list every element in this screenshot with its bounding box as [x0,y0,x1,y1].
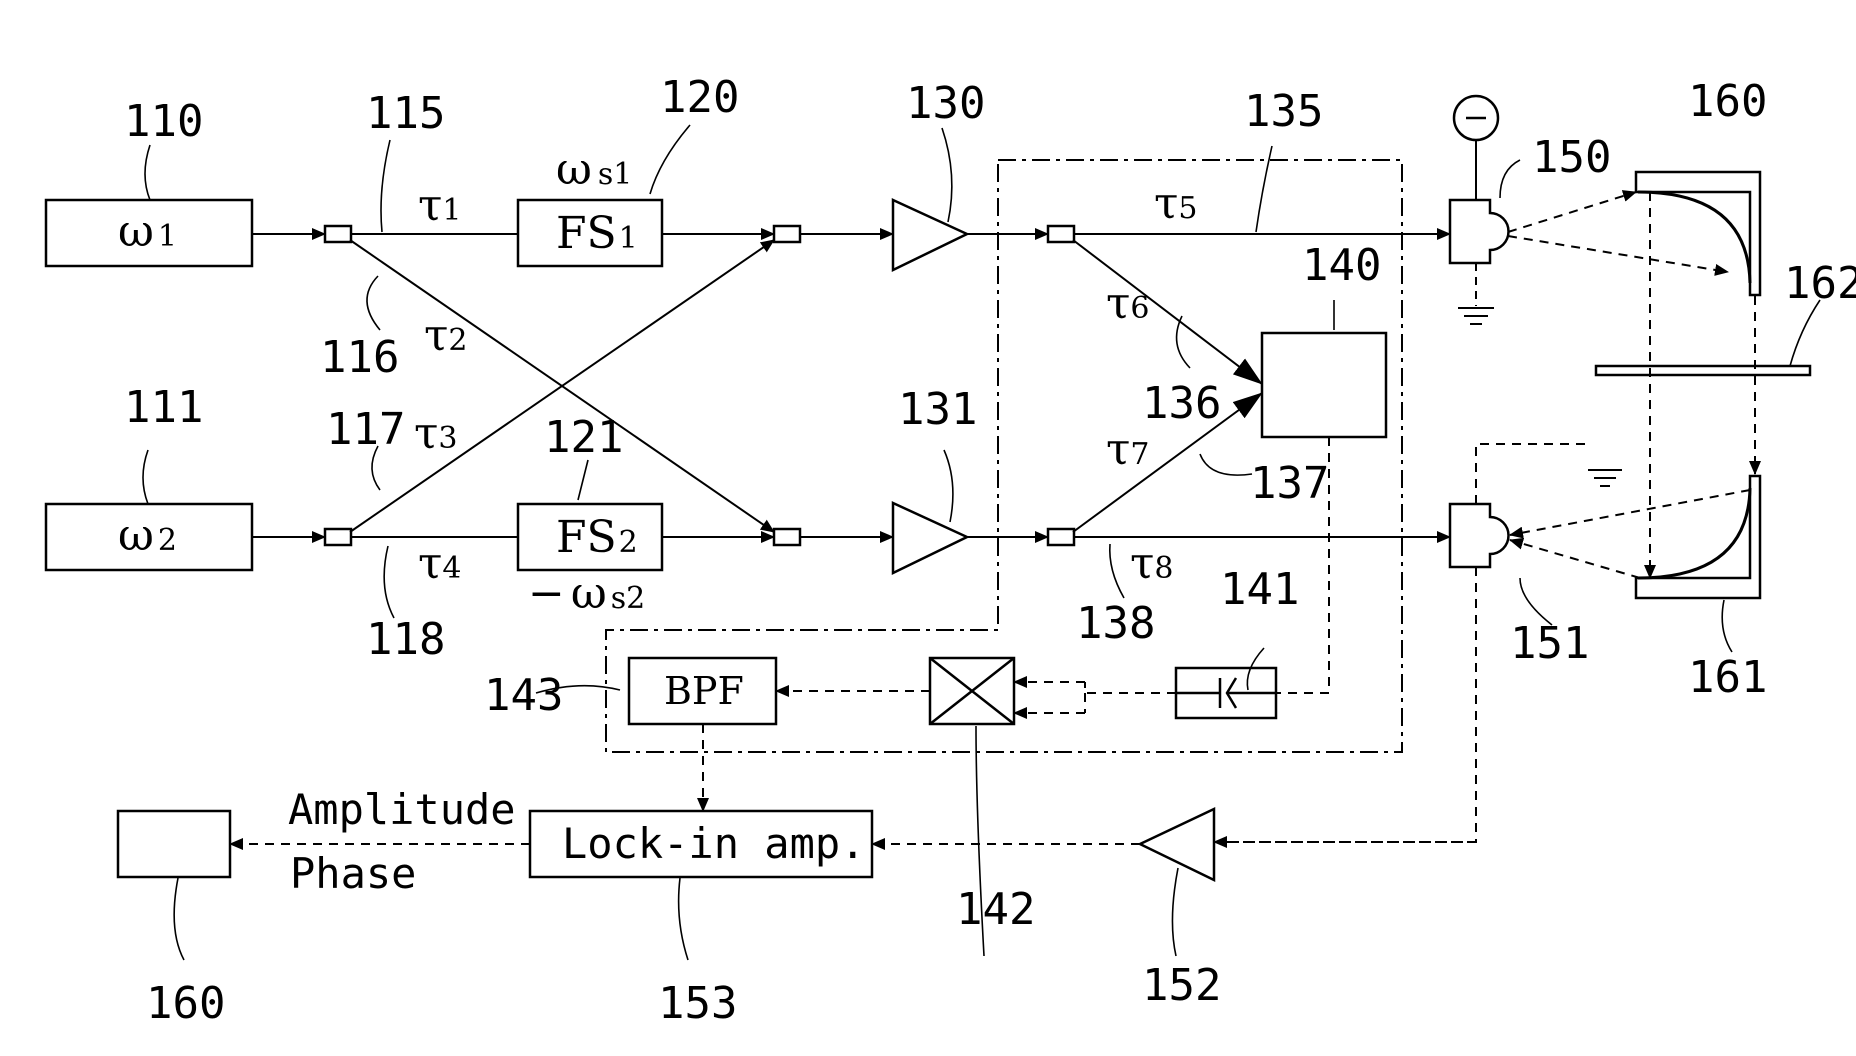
omega-s1-label: ωs1 [556,144,632,195]
ref-142: 142 [956,884,1035,935]
ref-131: 131 [898,384,977,435]
coupler-117 [325,529,351,545]
reference-detector-140 [1262,333,1386,437]
lock-in-amp-label: Lock-in amp. [562,819,865,868]
ref-160-output: 160 [146,978,225,1029]
omega1-label: ω1 [118,206,177,257]
photomixer-151 [1450,504,1509,567]
coupler-upper-right [1048,226,1074,242]
parabolic-mirror-161 [1636,476,1760,598]
coupler-upper-mid [774,226,800,242]
tau3-label: τ3 [414,408,457,459]
phase-label: Phase [290,849,416,898]
ref-135: 135 [1244,86,1323,137]
ref-121: 121 [544,412,623,463]
ref-141: 141 [1220,564,1299,615]
parabolic-mirror-160 [1636,172,1760,295]
bpf-label: BPF [664,669,744,713]
ref-143: 143 [484,670,563,721]
fs2-label: FS2 [556,512,638,563]
tau5-label: τ5 [1154,178,1197,229]
coupler-115 [325,226,351,242]
amplitude-label: Amplitude [288,785,516,834]
ref-152: 152 [1142,960,1221,1011]
ref-120: 120 [660,72,739,123]
enclosure-box [606,160,1402,752]
tau6-label: τ6 [1106,278,1149,329]
ref-150: 150 [1532,132,1611,183]
output-display-160 [118,811,230,877]
tau4-label: τ4 [418,538,461,589]
ref-138: 138 [1076,598,1155,649]
tau7-label: τ7 [1106,424,1149,475]
ref-161: 161 [1688,652,1767,703]
ref-160-mirror: 160 [1688,76,1767,127]
ref-140: 140 [1302,240,1381,291]
ref-118: 118 [366,614,445,665]
optical-amplifier-130 [893,200,967,270]
ref-111: 111 [124,382,203,433]
tau2-label: τ2 [424,310,467,361]
ref-110: 110 [124,96,203,147]
ref-115: 115 [366,88,445,139]
ref-116: 116 [320,332,399,383]
fs1-label: FS1 [556,208,638,259]
photomixer-150 [1450,200,1509,263]
optical-amplifier-131 [893,503,967,573]
ref-137: 137 [1250,458,1329,509]
ref-153: 153 [658,978,737,1029]
omega2-label: ω2 [118,510,177,561]
ref-130: 130 [906,78,985,129]
coupler-lower-right [1048,529,1074,545]
tau1-label: τ1 [418,180,461,231]
ref-151: 151 [1510,618,1589,669]
ref-136: 136 [1142,378,1221,429]
ref-162: 162 [1784,258,1856,309]
tau8-label: τ8 [1130,538,1173,589]
ref-117: 117 [326,404,405,455]
coupler-lower-mid [774,529,800,545]
omega-s2-label: −ωs2 [528,568,645,619]
sample-162 [1596,366,1810,375]
